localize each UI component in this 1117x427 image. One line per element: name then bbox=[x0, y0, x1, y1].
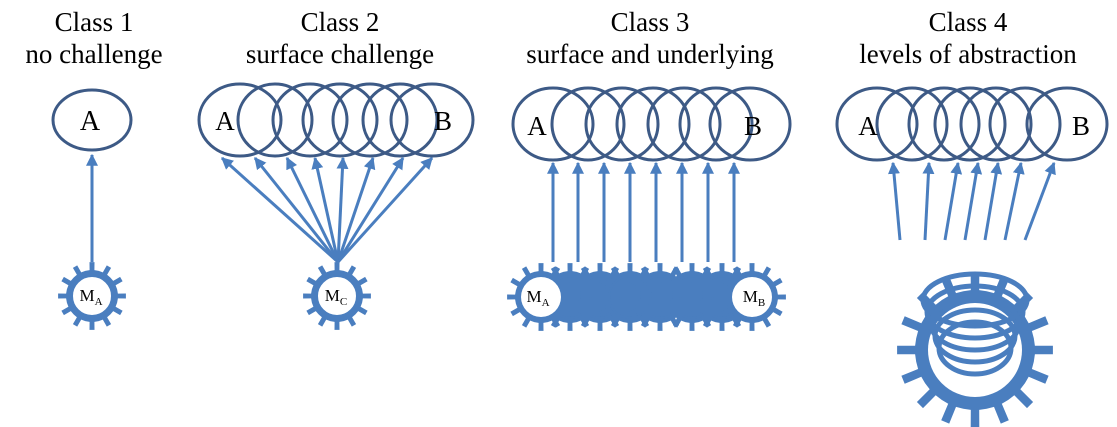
class4-subtitle: levels of abstraction bbox=[859, 39, 1077, 69]
class3-title: Class 3 bbox=[610, 7, 690, 37]
class4-abstraction-ring-2 bbox=[924, 283, 1026, 341]
class4-link-arrow-2 bbox=[922, 161, 935, 241]
class4-concept-ellipse-3 bbox=[907, 86, 981, 162]
class1-title: Class 1 bbox=[54, 7, 134, 37]
class2-link-arrow-2 bbox=[253, 157, 340, 263]
class3-gear-b-face bbox=[732, 277, 772, 317]
class3-gear-ring-4 bbox=[608, 275, 652, 319]
class3-concept-ellipse-2 bbox=[550, 86, 626, 162]
class4-link-arrow-4 bbox=[963, 161, 983, 241]
class2-concept-ellipse-6 bbox=[361, 82, 439, 158]
class3-gear-a-face bbox=[521, 277, 561, 317]
class3-gear-ring-1 bbox=[519, 275, 563, 319]
class3-label-a: A bbox=[527, 111, 547, 141]
class2-label-b: B bbox=[434, 106, 452, 136]
class2-link-arrow-1 bbox=[220, 156, 340, 264]
class3-concept-ellipse-6 bbox=[678, 86, 754, 162]
class4-heading: Class 4 levels of abstraction bbox=[838, 6, 1098, 70]
class1-heading: Class 1 no challenge bbox=[0, 6, 224, 70]
class1-subtitle: no challenge bbox=[25, 39, 163, 69]
class4-concept-ellipse-7 bbox=[1025, 86, 1109, 162]
class4-mechanism-gear-icon-hub bbox=[926, 301, 1024, 399]
class2-label-a: A bbox=[215, 106, 235, 136]
class3-concept-ellipse-1 bbox=[511, 86, 595, 162]
class4-concept-ellipse-1 bbox=[835, 86, 919, 162]
class4-abstraction-ring-5 bbox=[936, 319, 1014, 377]
class3-gear-ring-6 bbox=[670, 275, 714, 319]
class3-subtitle: surface and underlying bbox=[526, 39, 774, 69]
class4-title: Class 4 bbox=[928, 7, 1008, 37]
class4-concept-ellipse-2 bbox=[875, 86, 949, 162]
class2-concept-ellipse-2 bbox=[236, 82, 314, 158]
class3-concept-ellipse-5 bbox=[646, 86, 722, 162]
class3-mechanism-label-a: MA bbox=[526, 287, 549, 309]
class1-mechanism-label: MA bbox=[79, 286, 102, 308]
class3-gear-ring-8 bbox=[730, 275, 774, 319]
class1-label-a: A bbox=[80, 106, 101, 137]
class2-concept-ellipse-3 bbox=[271, 82, 349, 158]
class2-link-arrow-7 bbox=[336, 156, 405, 263]
class4-concept-ellipse-5 bbox=[959, 86, 1033, 162]
class4-link-arrow-7 bbox=[1023, 161, 1056, 241]
class3-mechanism-label-b: MB bbox=[743, 287, 765, 309]
class3-heading: Class 3 surface and underlying bbox=[520, 6, 780, 70]
class1-mechanism-gear-icon-hub bbox=[71, 275, 113, 317]
class2-link-arrow-6 bbox=[336, 156, 376, 263]
class1-concept-a-ellipse bbox=[51, 88, 133, 152]
class2-concept-ellipse-5 bbox=[331, 82, 409, 158]
class4-concept-ellipse-6 bbox=[988, 86, 1062, 162]
class4-link-arrow-3 bbox=[943, 161, 963, 241]
class4-link-arrow-6 bbox=[1003, 161, 1025, 241]
class2-link-arrow-8 bbox=[336, 156, 434, 264]
class2-mechanism-gear-icon-hub bbox=[316, 275, 358, 317]
class4-abstraction-ring-4 bbox=[932, 307, 1018, 365]
class4-link-arrow-5 bbox=[983, 161, 1003, 241]
class3-gear-ring-5 bbox=[638, 275, 682, 319]
class4-link-arrow-1 bbox=[888, 161, 902, 241]
class2-link-arrow-3 bbox=[285, 156, 340, 263]
class2-subtitle: surface challenge bbox=[245, 39, 435, 69]
class3-concept-ellipse-7 bbox=[708, 86, 792, 162]
class3-concept-ellipse-4 bbox=[615, 86, 691, 162]
class2-heading: Class 2 surface challenge bbox=[210, 6, 470, 70]
class3-concept-ellipse-3 bbox=[584, 86, 660, 162]
class2-title: Class 2 bbox=[300, 7, 380, 37]
class2-concept-ellipse-7 bbox=[389, 82, 475, 158]
class3-gear-ring-3 bbox=[578, 275, 622, 319]
class4-abstraction-ring-3 bbox=[928, 295, 1022, 353]
class2-concept-ellipse-1 bbox=[197, 82, 283, 158]
class4-label-b: B bbox=[1072, 111, 1090, 141]
class3-label-b: B bbox=[744, 111, 762, 141]
class2-link-arrow-5 bbox=[336, 156, 349, 263]
class2-concept-ellipse-4 bbox=[301, 82, 379, 158]
class2-link-arrow-4 bbox=[311, 156, 340, 263]
class4-concept-ellipse-4 bbox=[933, 86, 1007, 162]
class4-label-a: A bbox=[858, 111, 878, 141]
class2-mechanism-label: MC bbox=[325, 286, 347, 308]
class4-abstraction-ring-1 bbox=[920, 271, 1030, 329]
